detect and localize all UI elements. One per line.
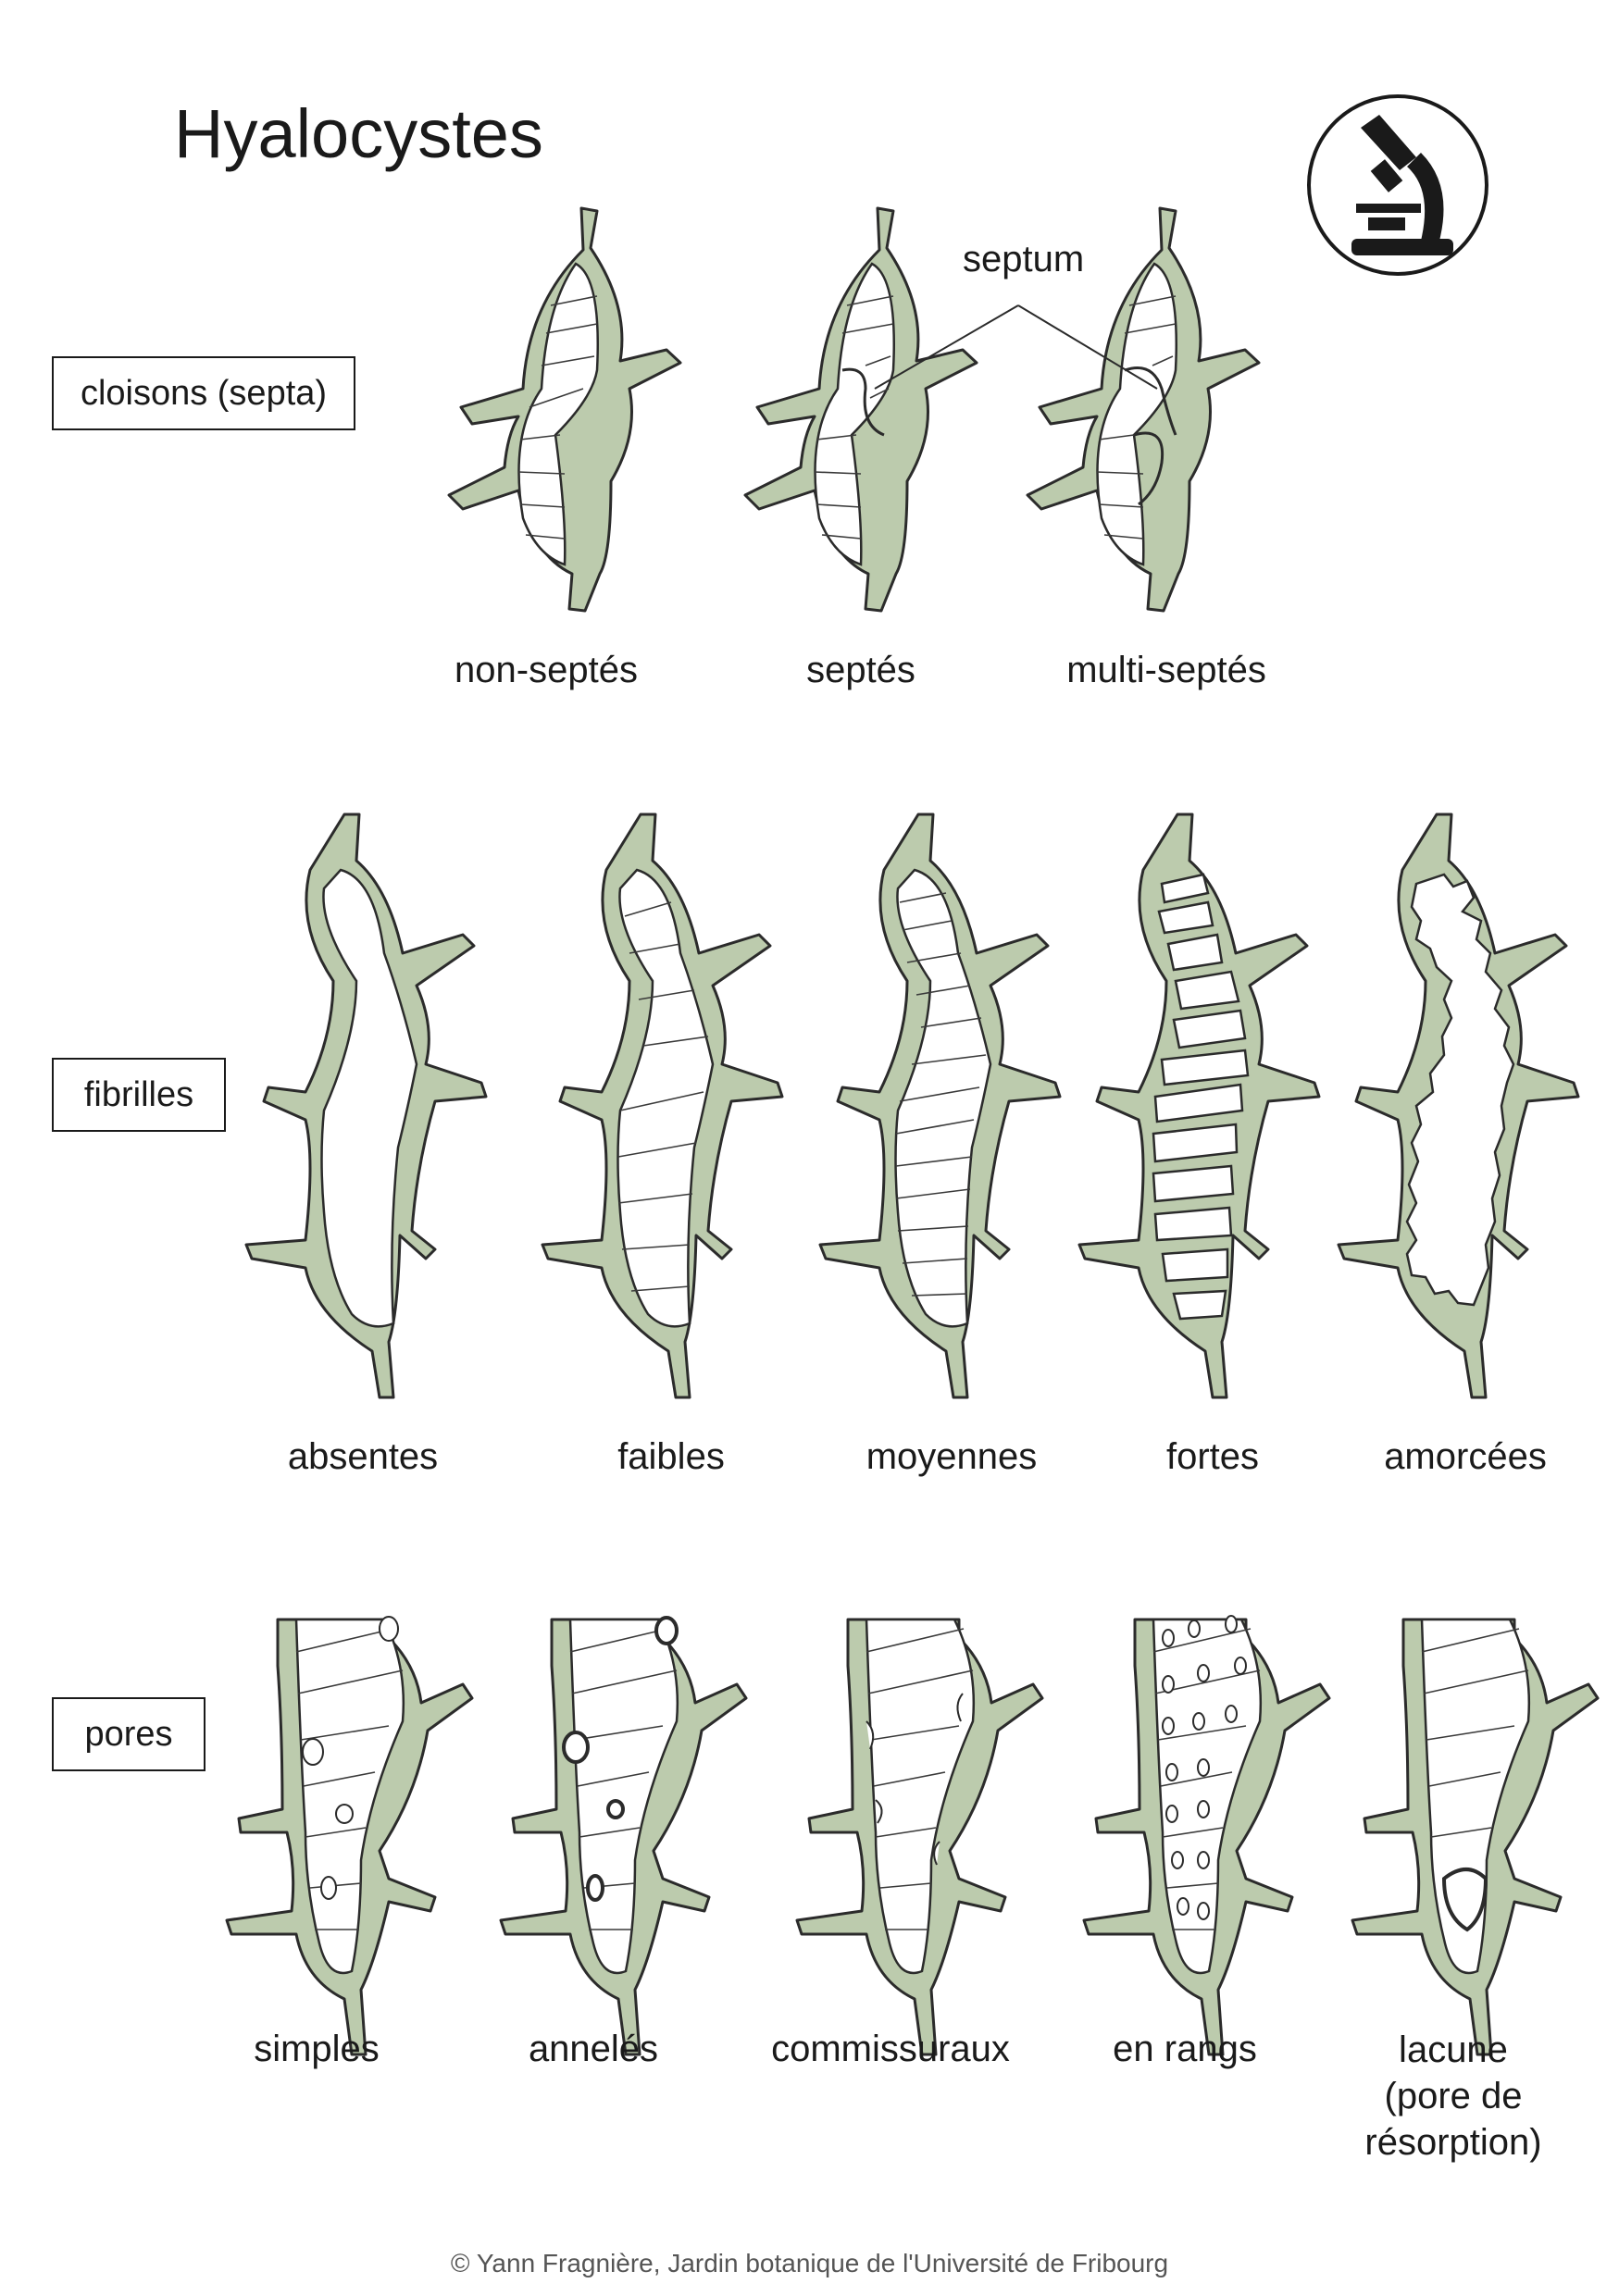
- item-label: faibles: [617, 1436, 725, 1477]
- item-label: septés: [806, 650, 915, 690]
- cell-anneles: [499, 1616, 748, 2056]
- cell-lacune: [1351, 1618, 1600, 2056]
- cell-amorcees: [1337, 813, 1580, 1399]
- item-label: annelés: [528, 2029, 659, 2069]
- cell-fortes: [1077, 813, 1321, 1399]
- section-label-septa: cloisons (septa): [52, 356, 355, 430]
- item-label: en rangs: [1113, 2029, 1257, 2069]
- cell-commissuraux: [795, 1618, 1044, 2056]
- cell-simples: [225, 1616, 474, 2056]
- item-label: fortes: [1165, 1436, 1260, 1477]
- septum-annotation: septum: [963, 239, 1085, 279]
- cell-septes: [743, 206, 978, 613]
- microscope-icon: [1307, 94, 1488, 276]
- cell-absentes: [244, 813, 488, 1399]
- item-label: amorcées: [1384, 1436, 1547, 1477]
- cell-moyennes: [818, 813, 1062, 1399]
- item-label: absentes: [287, 1436, 439, 1477]
- item-label: commissuraux: [771, 2029, 1010, 2069]
- cell-faibles: [541, 813, 784, 1399]
- copyright-footer: © Yann Fragnière, Jardin botanique de l'…: [450, 2249, 1169, 2277]
- lacune-line: (pore de: [1384, 2076, 1523, 2116]
- page-title: Hyalocystes: [174, 95, 543, 172]
- item-label: moyennes: [866, 1436, 1038, 1477]
- lacune-line: lacune: [1399, 2029, 1508, 2070]
- item-label: simples: [254, 2029, 380, 2069]
- item-label: multi-septés: [1066, 650, 1266, 690]
- cell-multi-septes: [1026, 206, 1261, 613]
- lacune-label: lacune (pore de résorption): [1364, 2027, 1541, 2166]
- septum-leader-lines: [874, 304, 1158, 390]
- cell-en-rangs: [1082, 1615, 1331, 2056]
- section-label-pores: pores: [52, 1697, 205, 1771]
- cell-non-septes: [447, 206, 682, 613]
- section-label-fibrilles: fibrilles: [52, 1058, 226, 1132]
- lacune-line: résorption): [1364, 2122, 1542, 2163]
- item-label: non-septés: [455, 650, 638, 690]
